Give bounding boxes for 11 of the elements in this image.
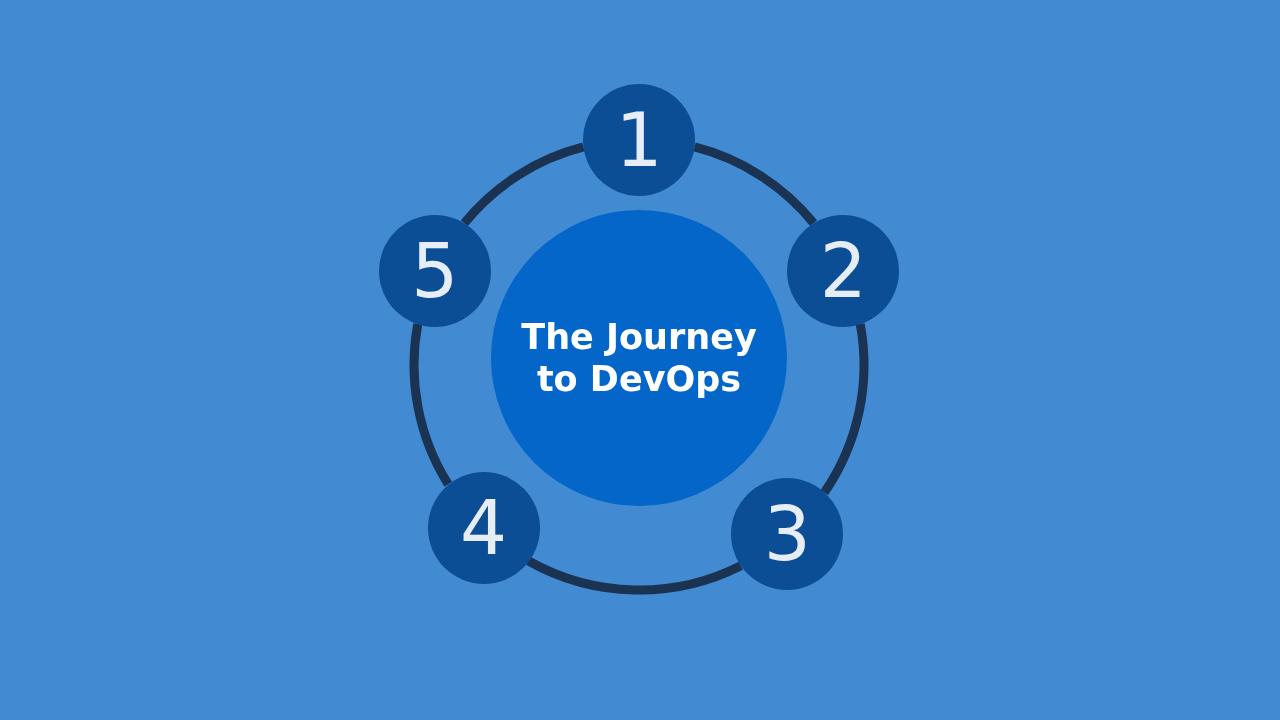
step-number: 4 xyxy=(460,490,508,565)
ring-arc-connector xyxy=(820,323,869,495)
ring-arc-connector xyxy=(409,323,453,487)
step-number: 1 xyxy=(615,103,663,177)
ring-arc-connector xyxy=(693,142,817,227)
ring-arc-connector xyxy=(526,556,743,595)
ring-arc-connector xyxy=(461,142,585,227)
step-number: 2 xyxy=(819,233,867,308)
step-number: 3 xyxy=(763,497,811,572)
step-number: 5 xyxy=(411,233,459,308)
title-text: The Journey to DevOps xyxy=(520,316,758,400)
